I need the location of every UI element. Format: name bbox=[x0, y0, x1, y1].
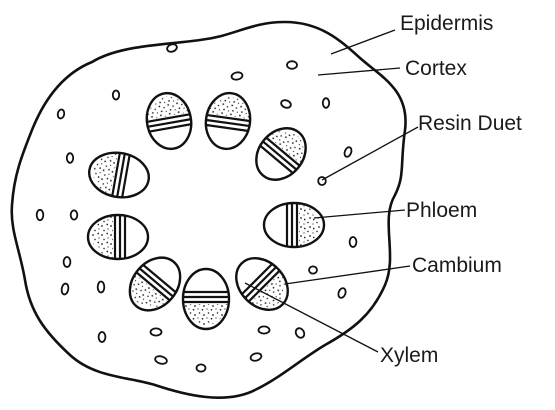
label-cambium: Cambium bbox=[412, 254, 502, 277]
vascular-bundle bbox=[202, 90, 253, 152]
labels: Epidermis Cortex Resin Duet Phloem Cambi… bbox=[380, 12, 522, 367]
label-phloem: Phloem bbox=[406, 199, 477, 222]
vascular-bundle bbox=[120, 248, 191, 321]
vascular-bundle bbox=[88, 215, 148, 259]
vascular-bundles bbox=[86, 90, 324, 329]
leader-cambium bbox=[285, 266, 410, 284]
label-resin-duct: Resin Duet bbox=[418, 112, 522, 135]
leader-xylem bbox=[245, 283, 378, 352]
vascular-bundle bbox=[246, 118, 316, 189]
vascular-bundle bbox=[86, 148, 153, 202]
label-epidermis: Epidermis bbox=[400, 12, 493, 35]
vascular-bundle bbox=[142, 90, 195, 153]
leader-phloem bbox=[314, 210, 405, 218]
vascular-bundle bbox=[264, 203, 324, 247]
label-xylem: Xylem bbox=[380, 344, 438, 367]
label-cortex: Cortex bbox=[405, 57, 467, 80]
epidermis-outline bbox=[12, 22, 406, 398]
vascular-bundle bbox=[183, 269, 229, 329]
leader-cortex bbox=[318, 68, 400, 75]
